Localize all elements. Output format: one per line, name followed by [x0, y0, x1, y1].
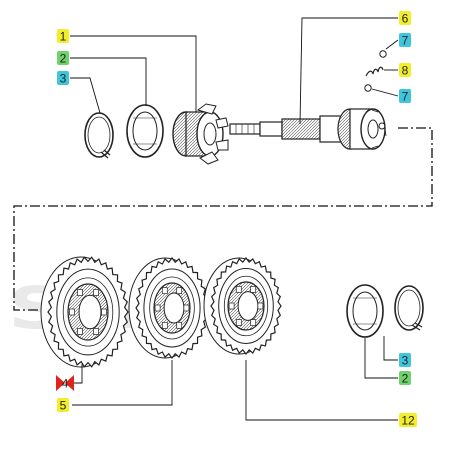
- callout-2-lower: 2: [399, 371, 411, 386]
- callout-1: 1: [57, 29, 69, 44]
- svg-text:8: 8: [402, 64, 409, 78]
- svg-text:7: 7: [402, 90, 409, 104]
- callout-2: 2: [57, 51, 69, 66]
- callout-7-lower: 7: [399, 89, 411, 104]
- callout-12: 12: [399, 413, 417, 428]
- callout-4: 4: [56, 375, 74, 391]
- svg-text:3: 3: [60, 72, 67, 86]
- callout-8: 8: [399, 63, 411, 78]
- svg-text:3: 3: [402, 354, 409, 368]
- sliding-sleeve-part-1: [172, 103, 229, 165]
- svg-text:2: 2: [60, 52, 67, 66]
- callout-3-lower: 3: [399, 353, 411, 368]
- svg-text:12: 12: [401, 414, 415, 428]
- ring-part-2-lower: [346, 284, 384, 338]
- circlip-part-3: [84, 112, 114, 159]
- assembly-path-line: [13, 127, 433, 311]
- svg-text:2: 2: [402, 372, 409, 386]
- gear-part-4: [40, 256, 129, 368]
- ball-part-7-upper: [379, 50, 387, 58]
- ring-part-2: [126, 104, 164, 158]
- callout-5: 5: [57, 398, 69, 413]
- leader-lines: [70, 17, 399, 421]
- gear-part-12: [203, 257, 282, 355]
- svg-text:1: 1: [60, 30, 67, 44]
- svg-text:7: 7: [402, 34, 409, 48]
- callout-3: 3: [57, 71, 69, 86]
- shaft-part-6: [229, 108, 387, 150]
- circlip-part-3-lower: [394, 285, 424, 331]
- gear-part-5: [128, 257, 209, 359]
- svg-text:5: 5: [60, 399, 67, 413]
- svg-text:4: 4: [62, 377, 69, 391]
- svg-text:6: 6: [402, 12, 409, 26]
- spring-part-8: [365, 66, 384, 77]
- ball-part-7-lower: [364, 84, 372, 92]
- callout-7-upper: 7: [399, 33, 411, 48]
- callout-6: 6: [399, 11, 411, 26]
